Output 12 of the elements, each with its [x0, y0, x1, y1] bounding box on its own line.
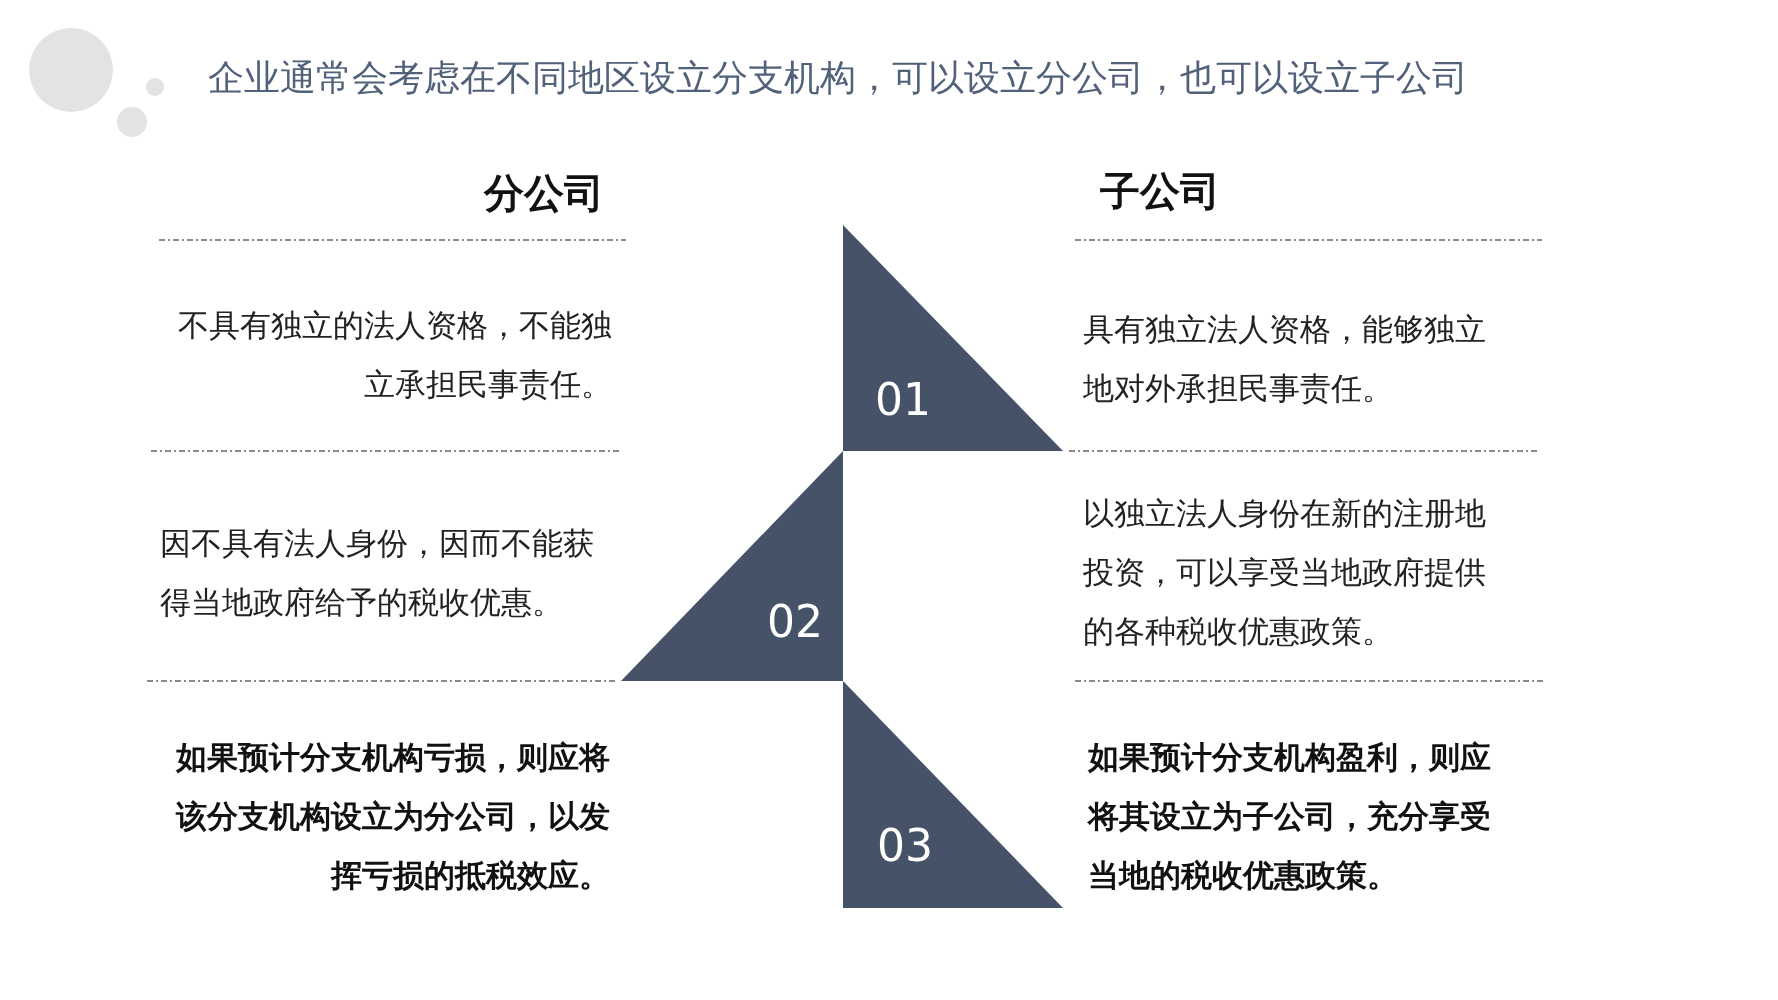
description-text: 具有独立法人资格，能够独立地对外承担民事责任。	[1083, 310, 1487, 408]
step-number: 01	[875, 375, 931, 425]
description-text: 以独立法人身份在新的注册地投资，可以享受当地政府提供的各种税收优惠政策。	[1083, 494, 1487, 651]
description-text: 不具有独立的法人资格，不能独立承担民事责任。	[177, 306, 612, 404]
title: 企业通常会考虑在不同地区设立分支机构，可以设立分公司，也可以设立子公司	[208, 56, 1468, 100]
column-heading: 分公司	[484, 169, 604, 218]
description-text: 如果预计分支机构亏损，则应将该分支机构设立为分公司，以发挥亏损的抵税效应。	[174, 738, 610, 895]
description-text: 因不具有法人身份，因而不能获得当地政府给予的税收优惠。	[160, 524, 595, 622]
step-number: 02	[767, 597, 823, 647]
description-text: 如果预计分支机构盈利，则应将其设立为子公司，充分享受当地的税收优惠政策。	[1088, 738, 1492, 895]
step-number: 03	[877, 821, 933, 871]
column-heading: 子公司	[1100, 167, 1220, 216]
